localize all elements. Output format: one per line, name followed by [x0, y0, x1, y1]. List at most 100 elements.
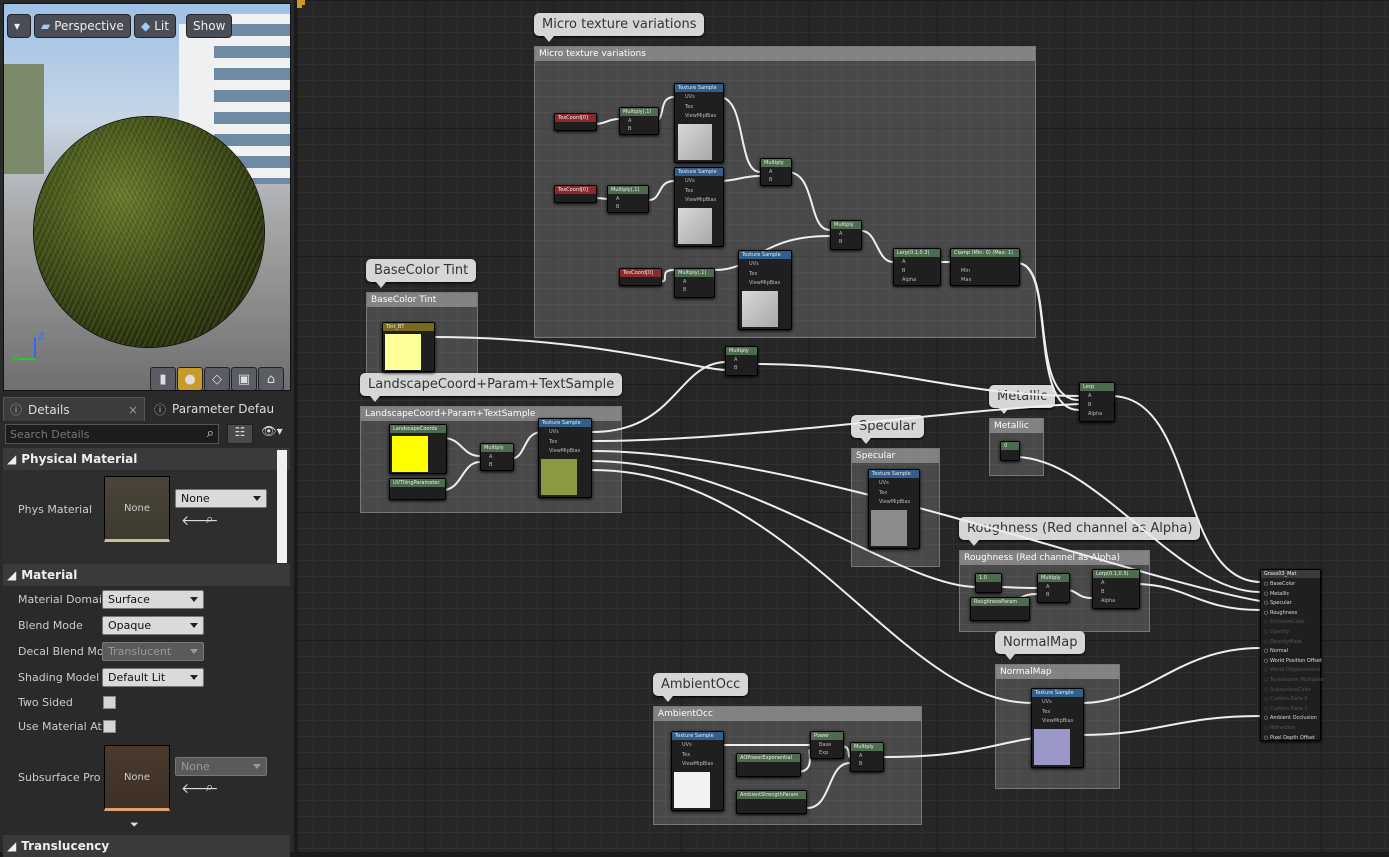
result-pin[interactable]: ○ Roughness: [1264, 609, 1298, 616]
expand-advanced-icon[interactable]: ⏷: [130, 818, 139, 831]
property-matrix-icon[interactable]: ☷: [227, 424, 253, 444]
result-pin[interactable]: ○ Tessellation Multiplier: [1264, 677, 1324, 683]
tab-parameter-defaults[interactable]: ⓘ Parameter Defau: [148, 397, 290, 421]
plane-preview-icon[interactable]: ◇: [204, 367, 230, 390]
translucency-section[interactable]: ◢Translucency: [3, 835, 290, 857]
result-pin[interactable]: ○ Pixel Depth Offset: [1264, 734, 1315, 741]
close-icon[interactable]: ×: [127, 402, 138, 417]
phys-material-dropdown[interactable]: None: [175, 489, 267, 508]
tab-details[interactable]: ⓘ Details ×: [3, 397, 145, 421]
node-title: Texture Sample: [869, 470, 919, 478]
node-title: RoughnessParam: [971, 598, 1029, 606]
viewport-menu-button[interactable]: ▾: [7, 14, 31, 38]
material-domain-dropdown[interactable]: Surface: [102, 590, 204, 609]
result-pin[interactable]: ○ Ambient Occlusion: [1264, 715, 1317, 722]
result-pin[interactable]: ○ BaseColor: [1264, 581, 1296, 587]
roughness-param-node[interactable]: RoughnessParam: [970, 597, 1030, 621]
material-header: Material: [21, 568, 78, 582]
physical-material-section[interactable]: ◢Physical Material: [3, 448, 290, 470]
node-title: AmbientStrengthParam: [737, 791, 806, 799]
texcoord-node-3[interactable]: TexCoord[0]: [619, 268, 662, 286]
pin-tex: Tex: [682, 752, 691, 758]
lit-button[interactable]: ◆Lit: [134, 14, 176, 38]
subsurface-profile-thumbnail[interactable]: None: [104, 745, 170, 811]
result-pin[interactable]: ○ OpacityMask: [1264, 638, 1303, 645]
uv-tiling-param-node[interactable]: UVTilingParameter: [389, 478, 446, 500]
cube-preview-icon[interactable]: ▣: [231, 367, 257, 390]
metallic-constant-node[interactable]: 0: [1000, 441, 1020, 461]
node-title: Lerp(0.1,0.3): [1093, 570, 1139, 578]
pin-viewmip: ViewMipBias: [749, 280, 781, 286]
perspective-button[interactable]: ▰Perspective: [34, 14, 131, 38]
pin-uvs: UVs: [879, 480, 889, 486]
blend-mode-dropdown[interactable]: Opaque: [102, 616, 204, 635]
search-icon: ⌕: [206, 426, 214, 441]
result-pin[interactable]: ○ Custom Data 0: [1264, 696, 1308, 703]
result-pin[interactable]: ○ World Displacement: [1264, 667, 1321, 674]
result-pin[interactable]: ○ Specular: [1264, 600, 1292, 607]
scrollbar[interactable]: [277, 450, 287, 563]
texcoord-node-1[interactable]: TexCoord[0]: [554, 113, 597, 131]
material-result-node[interactable]: Grass03_Mat ○ BaseColor○ Metallic○ Specu…: [1260, 569, 1324, 741]
ao-strength-param-node[interactable]: AmbientStrengthParam: [736, 790, 807, 814]
result-pin[interactable]: ○ Refraction: [1264, 725, 1296, 731]
result-pin[interactable]: ○ Normal: [1264, 648, 1289, 655]
result-pin[interactable]: ○ SubsurfaceColor: [1264, 686, 1312, 693]
phys-material-thumbnail[interactable]: None: [104, 476, 170, 542]
roughness-constant-node[interactable]: 1.0: [975, 573, 1002, 593]
texcoord-node-2[interactable]: TexCoord[0]: [554, 185, 597, 203]
material-section[interactable]: ◢Material: [3, 564, 290, 586]
decal-blend-mode-dropdown[interactable]: Translucent: [102, 642, 204, 661]
two-sided-checkbox[interactable]: [103, 696, 116, 709]
browse-search-icon[interactable]: ⌕: [206, 780, 214, 795]
eye-icon[interactable]: 👁▾: [261, 424, 283, 438]
pin-b: B: [859, 761, 863, 767]
browse-search-icon[interactable]: ⌕: [206, 512, 214, 527]
blend-mode-value: Opaque: [108, 619, 152, 632]
landscape-coords-node[interactable]: LandscapeCoords: [389, 424, 447, 474]
mesh-preview-icon[interactable]: ⌂: [258, 367, 284, 390]
result-pin[interactable]: ○ EmissiveColor: [1264, 619, 1306, 626]
shading-model-dropdown[interactable]: Default Lit: [102, 668, 204, 687]
result-pin[interactable]: ○ Metallic: [1264, 590, 1290, 597]
use-selected-arrow-icon[interactable]: 🡐: [181, 513, 219, 529]
result-pin[interactable]: ○ Opacity: [1264, 629, 1290, 635]
pin-a: A: [734, 357, 738, 363]
ao-power-exponential-node[interactable]: AOPowerExponential: [736, 753, 801, 777]
material-domain-value: Surface: [108, 593, 150, 606]
result-pin[interactable]: ○ World Position Offset: [1264, 657, 1322, 664]
material-graph-canvas[interactable]: Micro texture variations BaseColor Tint …: [297, 0, 1389, 852]
cylinder-preview-icon[interactable]: ▮: [150, 367, 176, 390]
preview-viewport[interactable]: ▾ ▰Perspective ◆Lit Show Z X ▮ ● ◇ ▣ ⌂: [3, 3, 291, 391]
physical-material-header: Physical Material: [21, 452, 138, 466]
result-pin[interactable]: ○ Custom Data 1: [1264, 705, 1308, 712]
show-button[interactable]: Show: [186, 14, 233, 38]
search-input[interactable]: Search Details ⌕: [5, 424, 219, 444]
use-material-attributes-checkbox[interactable]: [103, 720, 116, 733]
use-selected-arrow-icon[interactable]: 🡐: [181, 781, 219, 797]
basecolor-tint-param-node[interactable]: Tint_BT: [382, 322, 435, 372]
sphere-preview-icon[interactable]: ●: [177, 367, 203, 390]
subsurface-profile-dropdown[interactable]: None: [175, 757, 267, 776]
